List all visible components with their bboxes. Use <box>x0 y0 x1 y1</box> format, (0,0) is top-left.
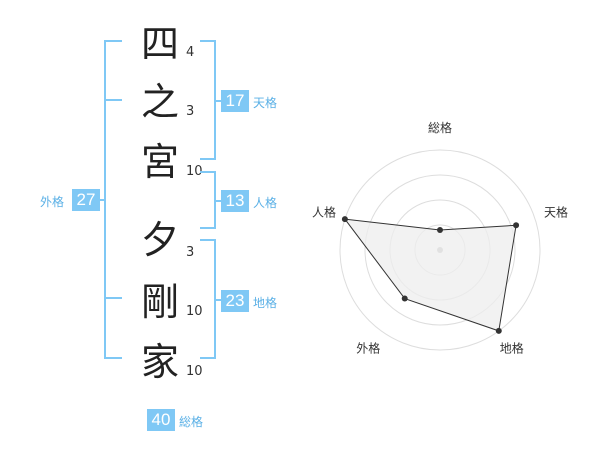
radar-axis-label: 総格 <box>428 120 452 135</box>
radar-axis-label: 外格 <box>356 341 380 356</box>
gaikaku-bracket <box>104 40 122 359</box>
surname-char-3: 宮 <box>140 140 179 184</box>
tenkaku-value: 17 <box>221 90 249 112</box>
given-char-2-strokes: 10 <box>186 304 203 319</box>
radar-point <box>437 227 443 233</box>
radar-axis-label: 人格 <box>312 204 336 219</box>
surname-char-1-strokes: 4 <box>186 45 195 60</box>
radar-data-points <box>341 216 520 334</box>
chikaku-value: 23 <box>221 290 249 312</box>
chikaku-label: 地格 <box>253 296 278 310</box>
gaikaku-bracket-tick <box>104 99 122 101</box>
surname-char-2: 之 <box>140 80 179 124</box>
surname-char-1: 四 <box>140 22 179 66</box>
tenkaku-bracket-connector <box>214 100 222 102</box>
given-char-3: 家 <box>140 340 179 384</box>
surname-char-3-strokes: 10 <box>186 164 203 179</box>
jinkaku-value: 13 <box>221 190 249 212</box>
radar-axis-label: 天格 <box>544 204 568 219</box>
tenkaku-label: 天格 <box>253 96 278 110</box>
surname-char-2-strokes: 3 <box>186 104 195 119</box>
radar-axis-label: 地格 <box>500 341 524 356</box>
gaikaku-value: 27 <box>72 189 100 211</box>
radar-grid-ring <box>339 149 541 351</box>
gaikaku-label: 外格 <box>40 195 65 209</box>
given-char-3-strokes: 10 <box>186 364 203 379</box>
given-char-1: 夕 <box>140 218 179 262</box>
gaikaku-bracket-tick <box>104 297 122 299</box>
given-char-2: 剛 <box>140 280 179 324</box>
jinkaku-label: 人格 <box>253 196 278 210</box>
jinkaku-bracket-connector <box>214 200 222 202</box>
radar-point <box>341 216 348 223</box>
given-char-1-strokes: 3 <box>186 245 195 260</box>
radar-grid-ring <box>364 174 516 326</box>
chikaku-bracket-connector <box>214 299 222 301</box>
radar-point <box>495 327 502 334</box>
soukaku-value: 40 <box>147 409 175 431</box>
name-stroke-diagram: 四 4 之 3 宮 10 夕 3 剛 10 家 10 17 天格 13 人格 2… <box>0 0 290 470</box>
radar-data-area <box>343 218 517 332</box>
soukaku-label: 総格 <box>179 415 204 429</box>
radar-point <box>513 222 520 229</box>
radar-point <box>401 295 408 302</box>
